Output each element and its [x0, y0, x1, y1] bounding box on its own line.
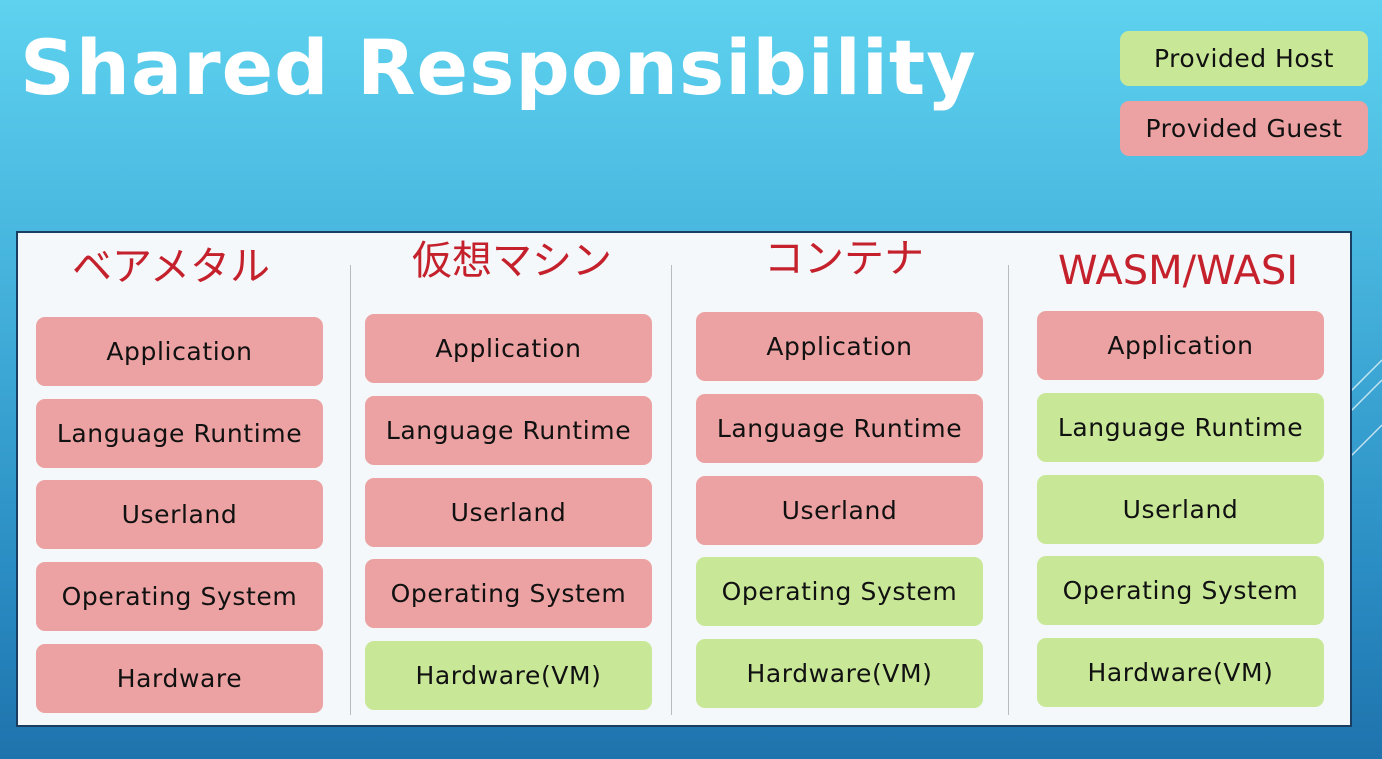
layer-cell-host: Language Runtime — [1037, 393, 1324, 462]
legend-provided-guest: Provided Guest — [1120, 101, 1368, 156]
layer-cell-host: Userland — [1037, 475, 1324, 544]
layer-cell-guest: Application — [696, 312, 983, 381]
legend-provided-host: Provided Host — [1120, 31, 1368, 86]
layer-cell-host: Hardware(VM) — [696, 639, 983, 708]
column-header-container: コンテナ — [764, 236, 924, 282]
layer-cell-guest: Userland — [36, 480, 323, 549]
column-header-virtual-machine: 仮想マシン — [412, 238, 612, 284]
layer-cell-guest: Application — [36, 317, 323, 386]
column-divider — [1008, 265, 1009, 715]
layer-cell-guest: Userland — [365, 478, 652, 547]
responsibility-diagram: ベアメタル Application Language Runtime Userl… — [16, 231, 1352, 727]
layer-cell-guest: Language Runtime — [696, 394, 983, 463]
layer-cell-guest: Userland — [696, 476, 983, 545]
layer-cell-host: Hardware(VM) — [1037, 638, 1324, 707]
column-divider — [350, 265, 351, 715]
page-title: Shared Responsibility — [20, 23, 977, 112]
layer-cell-host: Operating System — [1037, 556, 1324, 625]
layer-cell-guest: Operating System — [36, 562, 323, 631]
layer-cell-guest: Application — [365, 314, 652, 383]
column-divider — [671, 265, 672, 715]
layer-cell-guest: Hardware — [36, 644, 323, 713]
layer-cell-host: Hardware(VM) — [365, 641, 652, 710]
layer-cell-guest: Language Runtime — [365, 396, 652, 465]
layer-cell-guest: Operating System — [365, 559, 652, 628]
column-header-bare-metal: ベアメタル — [72, 244, 270, 290]
layer-cell-host: Operating System — [696, 557, 983, 626]
layer-cell-guest: Language Runtime — [36, 399, 323, 468]
layer-cell-guest: Application — [1037, 311, 1324, 380]
column-header-wasm-wasi: WASM/WASI — [1057, 248, 1299, 294]
